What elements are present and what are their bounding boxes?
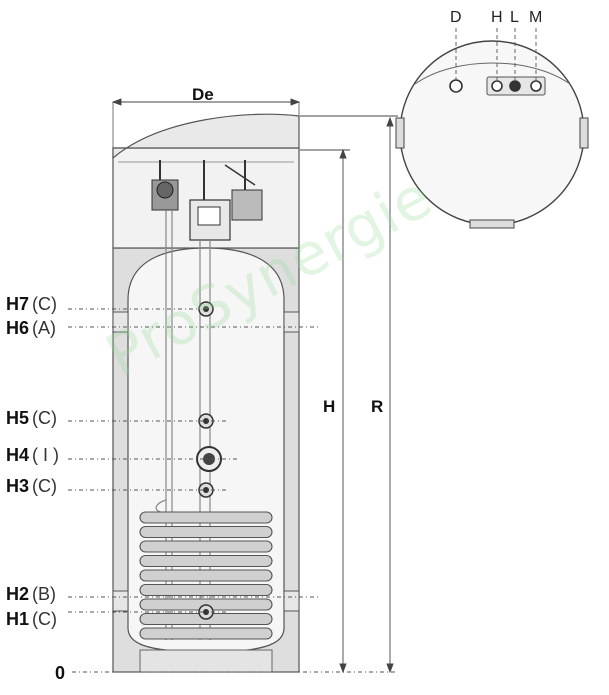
coil-turn <box>139 511 273 524</box>
side-label-code: H6 <box>6 318 30 338</box>
side-label-h3: H3(C) <box>6 477 57 496</box>
coil-turn <box>139 540 273 553</box>
side-label-h7: H7(C) <box>6 295 57 314</box>
coil-turn <box>139 554 273 568</box>
side-label-type: (A) <box>32 318 57 338</box>
coil-turn <box>139 627 273 640</box>
dimension-lines <box>111 98 398 674</box>
side-label-code: H1 <box>6 609 30 629</box>
side-label-code: H4 <box>6 445 30 465</box>
side-label-h4: H4( I ) <box>6 446 59 465</box>
side-label-code: H5 <box>6 408 30 428</box>
connection-label-d: D <box>450 9 462 26</box>
side-label-code: H2 <box>6 584 30 604</box>
side-label-type: (B) <box>32 584 57 604</box>
coil-turn <box>139 583 273 597</box>
base-label: 0 <box>55 663 66 683</box>
dimension-label-de: De <box>192 85 214 104</box>
connection-label-m: M <box>529 9 543 26</box>
dimension-label-r: R <box>371 397 384 416</box>
side-label-type: ( I ) <box>32 445 60 465</box>
side-label-type: (C) <box>32 294 58 314</box>
side-label-code: H7 <box>6 294 30 314</box>
connection-label-l: L <box>510 9 519 26</box>
heating-coil <box>139 511 273 640</box>
dimension-label-h: H <box>323 397 336 416</box>
side-label-type: (C) <box>32 609 58 629</box>
side-label-h6: H6(A) <box>6 319 56 338</box>
connection-label-h: H <box>491 9 503 26</box>
side-label-type: (C) <box>32 476 58 496</box>
control-compartment <box>118 160 294 241</box>
side-label-h1: H1(C) <box>6 610 57 629</box>
coil-turn <box>139 525 273 539</box>
connection-leader-lines <box>68 308 395 673</box>
side-label-type: (C) <box>32 408 58 428</box>
coil-turn <box>139 569 273 582</box>
top-view <box>395 28 589 229</box>
side-label-h5: H5(C) <box>6 409 57 428</box>
side-label-code: H3 <box>6 476 30 496</box>
side-label-h2: H2(B) <box>6 585 56 604</box>
